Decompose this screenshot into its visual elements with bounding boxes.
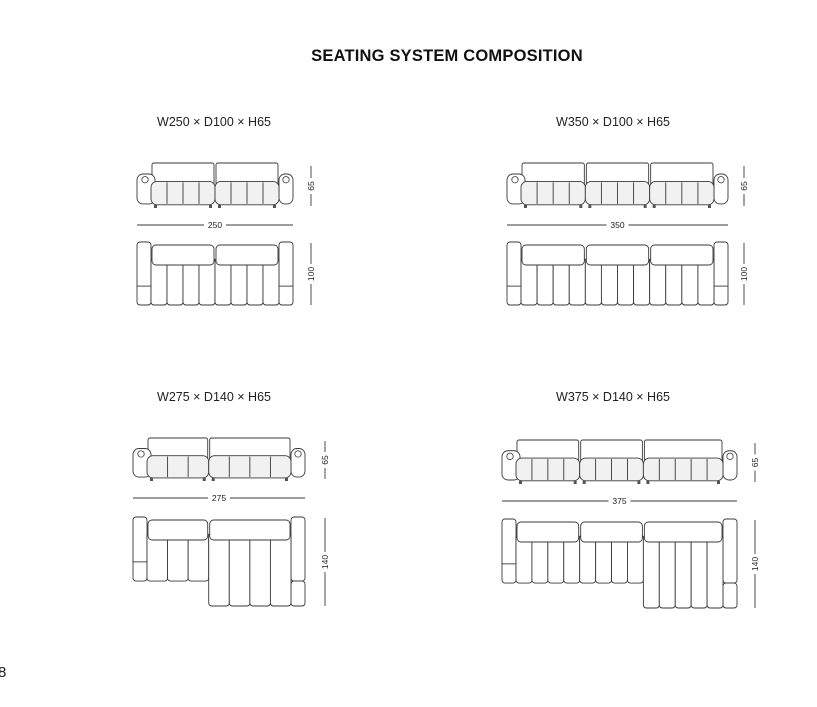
armrest-scroll: [511, 176, 519, 184]
armrest-scroll: [137, 450, 145, 458]
armrest-top: [132, 516, 148, 582]
foot: [209, 205, 212, 208]
foot: [218, 205, 221, 208]
seat-cushion: [249, 532, 271, 607]
composition-2: 350 65 100: [506, 162, 749, 306]
seat-cushion: [642, 534, 660, 609]
foot: [519, 481, 522, 484]
composition-label-4: W375 × D140 × H65: [556, 390, 670, 404]
armrest-scroll: [141, 176, 149, 184]
height-dimension-label: 65: [739, 181, 749, 191]
front-view: [506, 162, 729, 208]
armrest: [290, 448, 306, 478]
back-cushion-top: [650, 244, 714, 266]
seat-cushion: [269, 532, 292, 607]
chaise-end: [290, 580, 306, 607]
armrest-scroll: [717, 176, 725, 184]
armrest-scroll: [282, 176, 290, 184]
foot: [285, 478, 288, 481]
back-cushion-top: [151, 244, 215, 266]
depth-dimension-label: 100: [739, 267, 749, 281]
foot: [652, 205, 656, 208]
seat-cushion: [658, 534, 676, 609]
armrest-scroll: [294, 450, 302, 458]
depth-dimension-label: 140: [750, 557, 760, 571]
armrest-top: [713, 241, 729, 306]
armrest: [713, 173, 729, 205]
foot: [524, 205, 527, 208]
back-cushion-top: [580, 521, 643, 543]
seat-cushion: [208, 532, 230, 607]
foot: [717, 481, 720, 484]
composition-4: 375 65 140: [501, 439, 760, 609]
armrest: [722, 450, 738, 481]
composition-label-3: W275 × D140 × H65: [157, 390, 271, 404]
foot: [573, 481, 577, 484]
armrest-scroll: [506, 452, 514, 460]
foot: [154, 205, 157, 208]
foot: [588, 205, 592, 208]
foot: [202, 478, 206, 481]
armrest: [278, 173, 294, 205]
back-cushion-top: [643, 521, 723, 543]
foot: [150, 478, 153, 481]
armrest-top: [290, 516, 306, 582]
depth-dimension-label: 100: [306, 267, 316, 281]
back-cushion-top: [521, 244, 585, 266]
composition-1: 250 65 100: [136, 162, 316, 306]
width-dimension-label: 250: [208, 220, 222, 230]
front-view: [132, 437, 306, 481]
width-dimension-label: 375: [612, 496, 626, 506]
height-dimension-label: 65: [750, 458, 760, 468]
page-number: 8: [0, 664, 7, 681]
seat-cushion: [690, 534, 708, 609]
armrest-scroll: [726, 452, 734, 460]
top-view: [136, 241, 294, 306]
chaise-end: [722, 582, 738, 609]
page-title: SEATING SYSTEM COMPOSITION: [311, 47, 583, 65]
front-view: [501, 439, 738, 484]
foot: [646, 481, 650, 484]
top-view: [501, 518, 738, 609]
height-dimension-label: 65: [320, 455, 330, 465]
depth-dimension-label: 140: [320, 555, 330, 569]
top-view: [506, 241, 729, 306]
armrest-top: [506, 241, 522, 306]
foot: [211, 478, 215, 481]
top-view: [132, 516, 306, 607]
foot: [708, 205, 711, 208]
seat-module: [642, 457, 724, 482]
front-view: [136, 162, 294, 208]
width-dimension-label: 275: [212, 493, 226, 503]
composition-label-1: W250 × D100 × H65: [157, 115, 271, 129]
armrest-top: [136, 241, 152, 306]
foot: [643, 205, 647, 208]
armrest-top: [501, 518, 517, 584]
foot: [579, 205, 583, 208]
back-cushion-top: [516, 521, 580, 543]
seat-cushion: [674, 534, 692, 609]
height-dimension-label: 65: [306, 181, 316, 191]
foot: [637, 481, 641, 484]
seat-module: [146, 455, 210, 479]
armrest-top: [722, 518, 738, 584]
back-cushion-top: [209, 519, 291, 541]
seat-cushion: [706, 534, 724, 609]
composition-3: 275 65 140: [132, 437, 330, 607]
back-cushion-top: [147, 519, 209, 541]
width-dimension-label: 350: [610, 220, 624, 230]
armrest-top: [278, 241, 294, 306]
back-cushion-top: [585, 244, 650, 266]
seat-cushion: [228, 532, 251, 607]
composition-label-2: W350 × D100 × H65: [556, 115, 670, 129]
foot: [582, 481, 586, 484]
foot: [273, 205, 276, 208]
back-cushion-top: [215, 244, 279, 266]
